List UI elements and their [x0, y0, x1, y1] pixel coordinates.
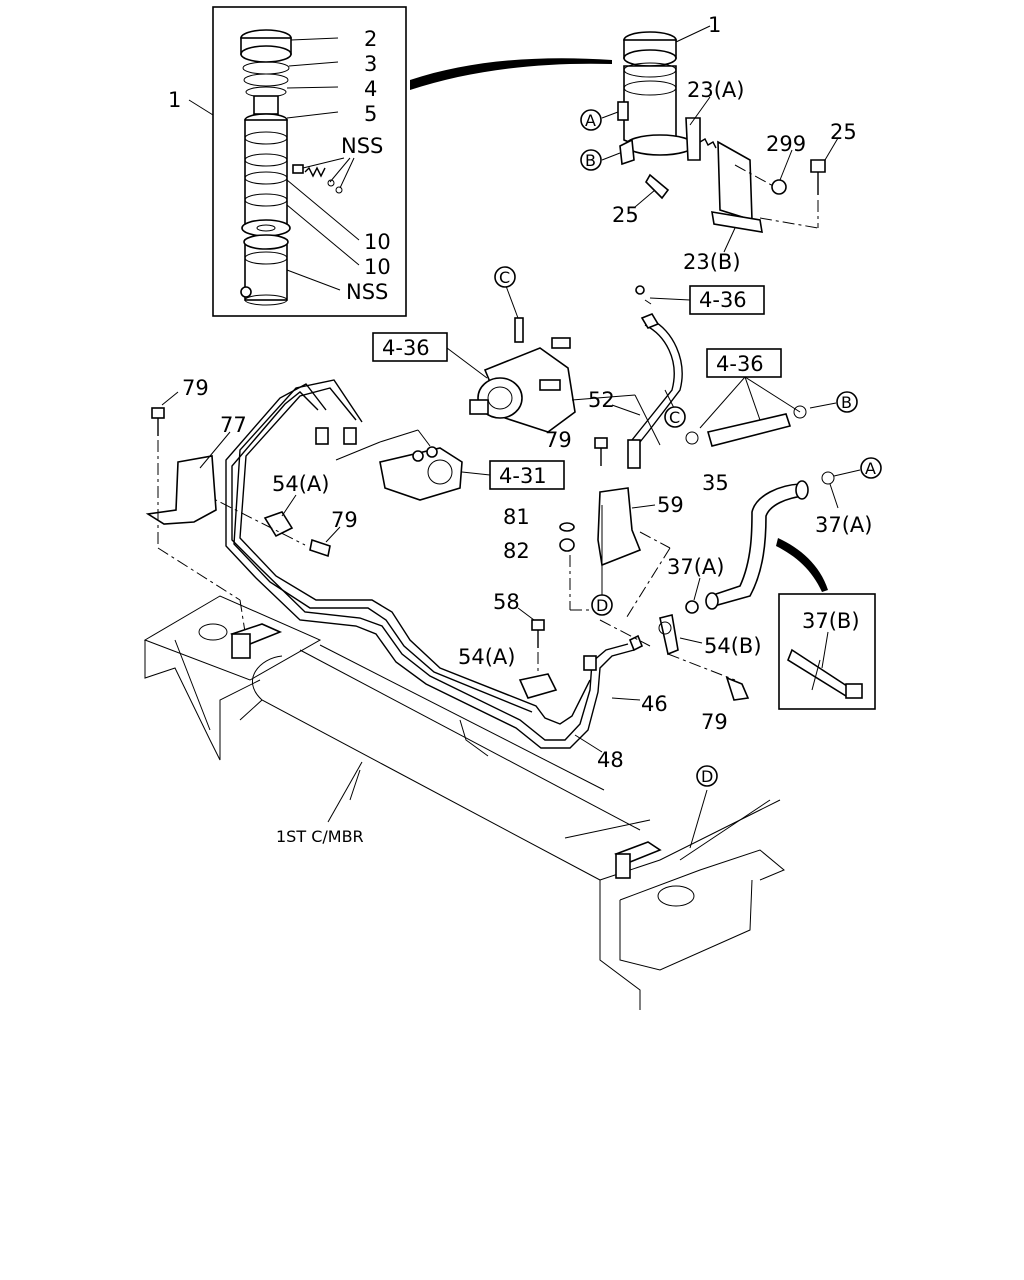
callout-59: 59 — [657, 493, 684, 517]
marker-b-top: B — [580, 149, 602, 171]
marker-d-frame: D — [696, 765, 718, 787]
svg-text:A: A — [585, 111, 596, 130]
svg-text:D: D — [596, 596, 608, 615]
callout-48: 48 — [597, 748, 624, 772]
reservoir-assembly — [601, 25, 839, 253]
callout-79-lower-right: 79 — [701, 710, 728, 734]
bracket-77 — [145, 391, 246, 633]
reference-box-4-31: 4-31 — [461, 460, 565, 490]
callout-79-bracket: 79 — [545, 428, 572, 452]
svg-text:B: B — [585, 151, 596, 170]
svg-text:A: A — [865, 459, 876, 478]
callout-1-top: 1 — [708, 13, 721, 37]
marker-a-hose: A — [860, 457, 882, 479]
clamp-37a-lower — [658, 577, 750, 701]
callout-3: 3 — [364, 52, 377, 76]
callout-1-inset: 1 — [168, 88, 181, 112]
clamp-54a-center — [517, 607, 558, 699]
callout-23a: 23(A) — [687, 78, 744, 102]
callout-46: 46 — [641, 692, 668, 716]
callout-25-left: 25 — [612, 203, 639, 227]
callout-79-left: 79 — [182, 376, 209, 400]
clamp-54a-left — [199, 491, 341, 558]
callout-nss-a: NSS — [341, 134, 383, 158]
reservoir-exploded-inset: 2 3 4 5 NSS 10 10 NSS — [188, 6, 407, 317]
cross-member-label: 1ST C/MBR — [276, 827, 364, 846]
callout-10-b: 10 — [364, 255, 391, 279]
steering-gear — [379, 446, 463, 501]
marker-d-bracket: D — [591, 594, 613, 616]
callout-58: 58 — [493, 590, 520, 614]
callout-23b: 23(B) — [683, 250, 741, 274]
callout-37b: 37(B) — [802, 609, 860, 633]
reference-box-4-36-pump: 4-36 — [372, 332, 488, 379]
svg-text:4-36: 4-36 — [716, 352, 764, 376]
callout-52: 52 — [588, 388, 615, 412]
callout-54a-center: 54(A) — [458, 645, 515, 669]
reference-box-4-36-hose: 4-36 — [699, 348, 801, 429]
callout-4: 4 — [364, 77, 377, 101]
svg-text:4-36: 4-36 — [699, 288, 747, 312]
callout-10-a: 10 — [364, 230, 391, 254]
callout-25-right: 25 — [830, 120, 857, 144]
marker-c-pipe: C — [664, 406, 686, 428]
svg-text:4-36: 4-36 — [382, 336, 430, 360]
callout-82: 82 — [503, 539, 530, 563]
callout-54b: 54(B) — [704, 634, 762, 658]
callout-37a-lower: 37(A) — [667, 555, 724, 579]
suction-hose-35 — [705, 469, 861, 610]
svg-text:C: C — [499, 268, 510, 287]
svg-text:D: D — [701, 767, 713, 786]
callout-299: 299 — [766, 132, 806, 156]
chassis-frame — [143, 595, 785, 1010]
callout-37a-right: 37(A) — [815, 513, 872, 537]
callout-79-clamp: 79 — [331, 508, 358, 532]
marker-c-pump: C — [494, 266, 516, 288]
pipe-lines-46-48 — [225, 379, 644, 753]
inset-reference-arrow — [410, 58, 612, 90]
callout-35: 35 — [702, 471, 729, 495]
power-steering-pump — [469, 285, 576, 433]
return-hose — [685, 402, 837, 447]
marker-a-top: A — [580, 109, 602, 131]
reference-box-4-36-top: 4-36 — [635, 285, 765, 315]
svg-text:B: B — [841, 393, 852, 412]
callout-77: 77 — [220, 413, 247, 437]
callout-nss-b: NSS — [346, 280, 388, 304]
clamp-detail-inset — [778, 593, 876, 710]
callout-5: 5 — [364, 102, 377, 126]
callout-81: 81 — [503, 505, 530, 529]
svg-text:C: C — [669, 408, 680, 427]
marker-b-hose: B — [836, 391, 858, 413]
pressure-pipe-52 — [571, 313, 683, 469]
svg-text:4-31: 4-31 — [499, 464, 547, 488]
clamp-detail-arrow — [776, 538, 828, 592]
callout-2: 2 — [364, 27, 377, 51]
callout-54a-left: 54(A) — [272, 472, 329, 496]
bracket-59 — [559, 437, 671, 621]
